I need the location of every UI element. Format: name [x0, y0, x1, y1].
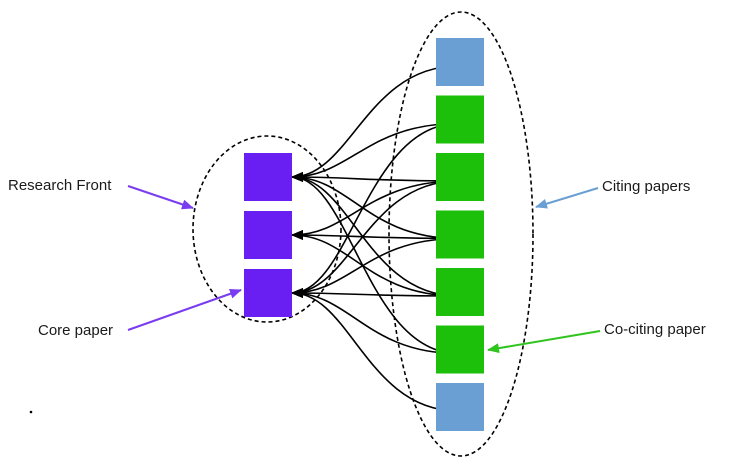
core-paper-node [244, 269, 292, 317]
research-front-arrow [127, 185, 194, 210]
co-citing-paper-node [436, 210, 484, 259]
stray-dot [29, 410, 33, 414]
co-citing-paper-node [436, 268, 484, 316]
co-citing-paper-node [436, 153, 484, 201]
citation-edge [291, 288, 459, 412]
citation-edge [291, 122, 459, 182]
core-paper-label: Core paper [38, 322, 113, 339]
citation-edge [291, 172, 459, 183]
co-citing-paper-arrow [487, 330, 601, 354]
citing-paper-node [436, 383, 484, 431]
citation-edge [291, 288, 459, 355]
citation-edge [291, 172, 459, 355]
paper-nodes [244, 38, 484, 431]
citation-edge [291, 288, 459, 299]
citation-edge [291, 65, 459, 182]
citing-papers-label: Citing papers [602, 178, 690, 195]
citation-edge [291, 172, 459, 240]
citation-edge [291, 172, 459, 297]
citation-edge [291, 122, 459, 298]
research-front-group-outline [192, 135, 342, 323]
citing-papers-arrow [535, 187, 599, 209]
core-paper-node [244, 211, 292, 259]
core-paper-node [244, 153, 292, 201]
co-citing-paper-node [436, 95, 484, 144]
co-citing-paper-node [436, 325, 484, 374]
citation-edges [291, 65, 459, 412]
co-citing-paper-label: Co-citing paper [604, 321, 706, 338]
research-front-label: Research Front [8, 177, 112, 194]
core-paper-arrow [127, 288, 242, 331]
citing-paper-node [436, 38, 484, 86]
citing-papers-group-outline [388, 11, 534, 457]
